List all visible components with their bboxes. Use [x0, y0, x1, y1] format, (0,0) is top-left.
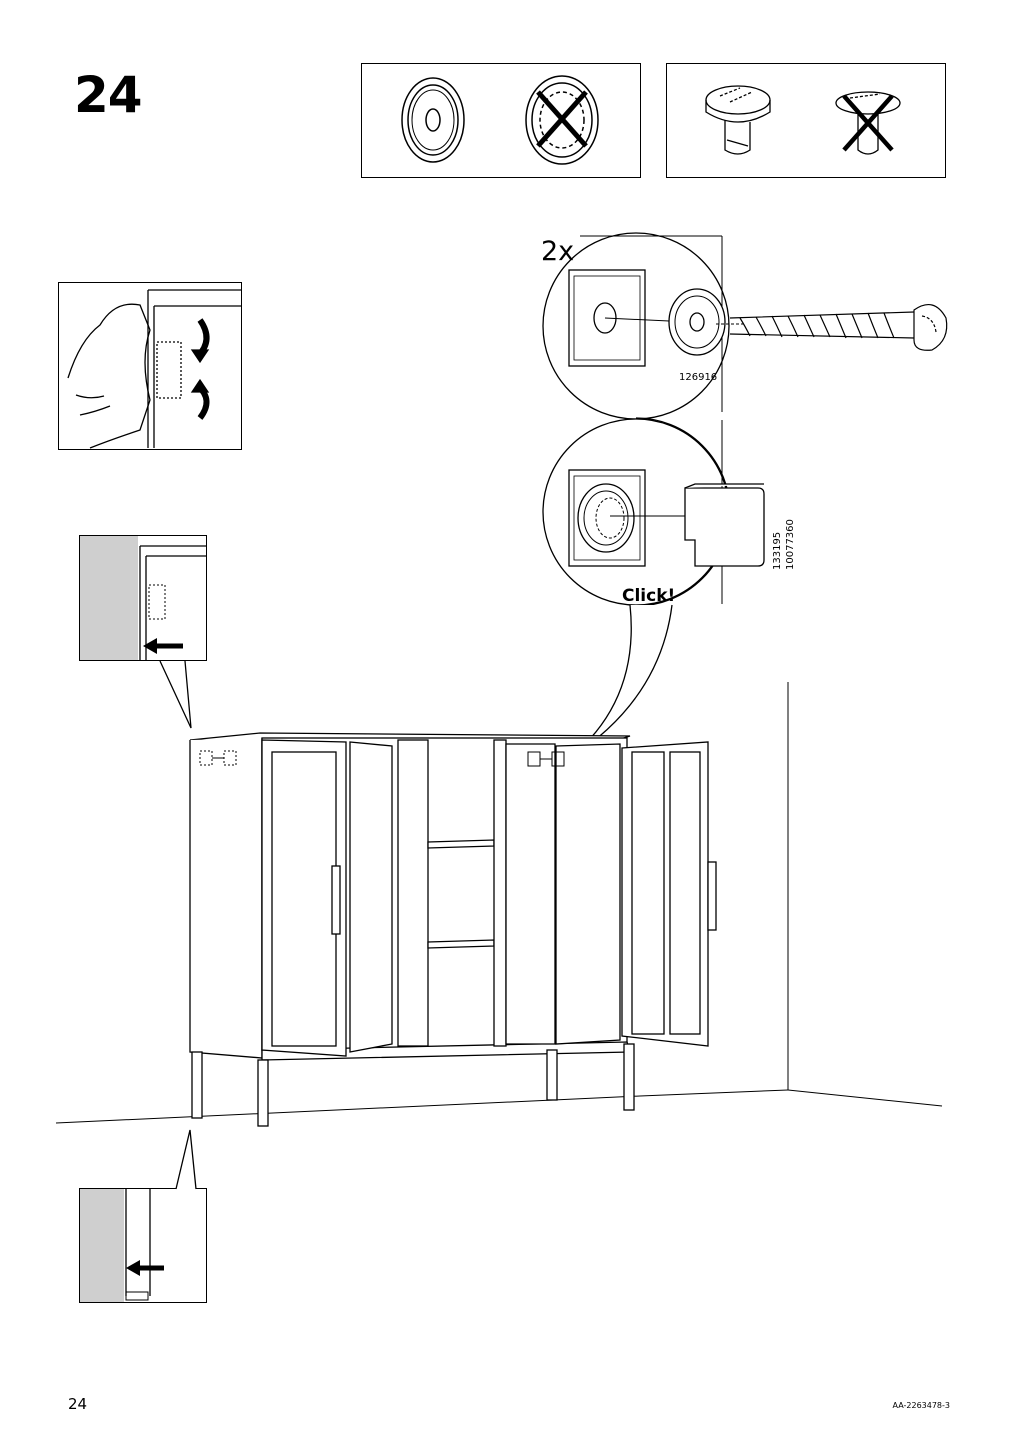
cam-lock-correct-icon — [705, 85, 771, 155]
washer-wrong-icon — [525, 75, 599, 165]
part-number-cover-2: 10077360 — [785, 519, 796, 570]
callout-pointer-bottom-left — [175, 1129, 197, 1190]
hand-press-illustration — [67, 289, 242, 449]
screw-icon — [729, 303, 948, 351]
wall-bracket-right-icon — [527, 751, 565, 767]
wall-gap-top-illustration — [80, 536, 206, 660]
wall-gap-bottom-illustration — [80, 1189, 164, 1302]
page-number: 24 — [68, 1395, 88, 1413]
callout-pointer-top-left — [159, 660, 192, 729]
hand-press-detail-panel — [58, 282, 242, 450]
document-code: AA-2263478-3 — [892, 1401, 950, 1410]
quantity-label: 2x — [541, 236, 575, 267]
cam-lock-wrong-icon — [835, 91, 901, 155]
part-number-cover-1: 133195 — [772, 531, 783, 570]
cover-cap-icon — [684, 483, 765, 567]
cam-lock-reference-panel — [666, 63, 946, 178]
washer-correct-icon — [401, 77, 465, 163]
step-number: 24 — [74, 66, 143, 124]
wall-bracket-left-icon — [199, 750, 237, 766]
cabinet-illustration — [189, 732, 717, 1127]
zoom-circle-screw — [542, 232, 730, 420]
room-lines — [55, 682, 943, 1124]
part-number-screw-cap: 126916 — [679, 372, 718, 383]
click-label: Click! — [622, 586, 676, 606]
